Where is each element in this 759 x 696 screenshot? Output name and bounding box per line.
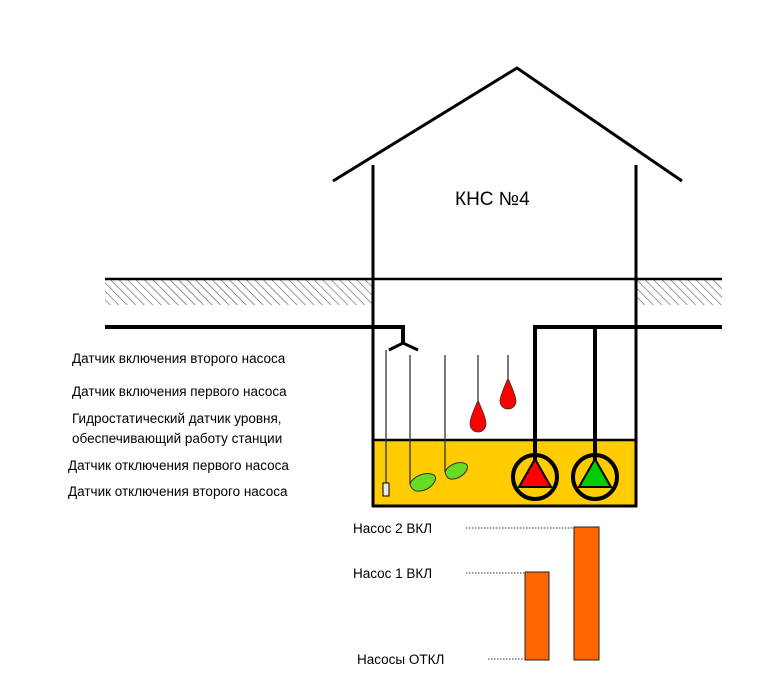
label-pump1-on: Насос 1 ВКЛ xyxy=(353,566,432,581)
pump-2-icon xyxy=(571,453,619,501)
float-sensor-on2-icon xyxy=(499,376,517,410)
label-hydrostatic-line1: Гидростатический датчик уровня, xyxy=(72,411,282,426)
label-sensor-on2: Датчик включения второго насоса xyxy=(72,351,286,366)
label-pumps-off: Насосы ОТКЛ xyxy=(357,652,444,667)
level-bar-pump1 xyxy=(524,571,550,661)
ground-hatch-left xyxy=(105,280,373,305)
level-bar-pump2 xyxy=(573,526,600,661)
pump-1-icon xyxy=(511,453,559,501)
label-sensor-on1: Датчик включения первого насоса xyxy=(72,384,287,399)
float-sensor-off1-icon xyxy=(444,462,468,480)
label-hydrostatic-line2: обеспечивающий работу станции xyxy=(72,431,282,446)
inlet-pipe xyxy=(105,325,405,343)
ground-hatch-right xyxy=(636,280,722,305)
roof xyxy=(332,66,683,183)
inlet-outlet xyxy=(388,341,419,352)
outlet-pipe-1 xyxy=(533,325,722,460)
label-pump2-on: Насос 2 ВКЛ xyxy=(353,521,432,536)
hydrostatic-sensor-icon xyxy=(382,482,390,497)
label-sensor-off1: Датчик отключения первого насоса xyxy=(68,458,289,473)
label-sensor-off2: Датчик отключения второго насоса xyxy=(68,484,288,499)
station-title: КНС №4 xyxy=(455,189,530,210)
float-sensor-off2-icon xyxy=(409,473,436,492)
float-sensor-on1-icon xyxy=(469,398,487,433)
